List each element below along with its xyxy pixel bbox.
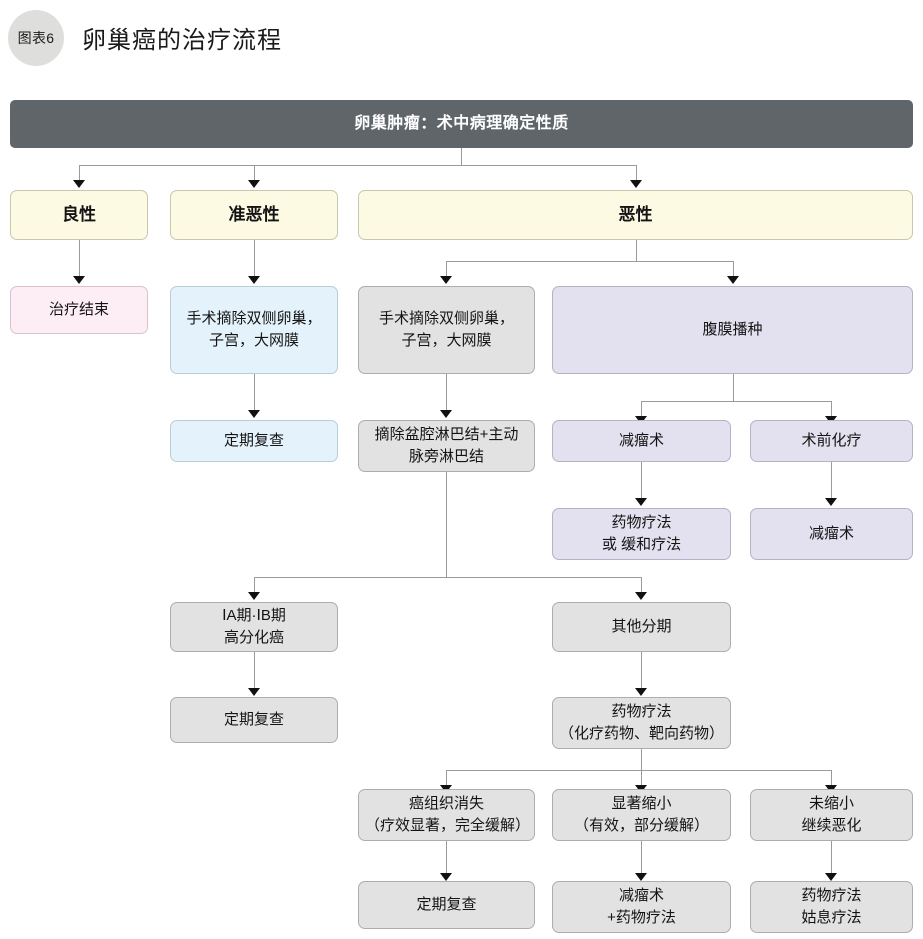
edge-stage-ia-followup (254, 652, 255, 690)
chart-title-row: 图表6 卵巢癌的治疗流程 (0, 0, 923, 78)
edge-drug-response-cr (446, 770, 447, 787)
arrow-malignant-peritoneal (727, 276, 739, 284)
edge-malignant-trunk (636, 240, 637, 262)
arrow-root-border (248, 180, 260, 188)
node-lymphadenectomy: 摘除盆腔淋巴结+主动 脉旁淋巴结 (358, 420, 535, 472)
arrow-lymph-stage-ia (248, 592, 260, 600)
edge-pr-debulking (641, 841, 642, 875)
arrow-surgery-lymph (440, 410, 452, 418)
edge-peritoneal-debulking (641, 401, 642, 418)
arrow-benign-end (73, 276, 85, 284)
node-surgery-malignant: 手术摘除双侧卵巢， 子宫，大网膜 (358, 286, 535, 374)
node-stage-other: 其他分期 (552, 602, 731, 652)
node-surgery-borderline: 手术摘除双侧卵巢， 子宫，大网膜 (170, 286, 338, 374)
arrow-debulking-drug (635, 498, 647, 506)
arrow-cr-followup (440, 873, 452, 881)
arrow-root-benign (73, 180, 85, 188)
arrow-stage-other-drug (635, 688, 647, 696)
arrow-borderline-surgery (248, 276, 260, 284)
edge-lymph-bus (254, 577, 642, 578)
edge-lymph-stage-ia (254, 577, 255, 594)
edge-root-bus (79, 165, 637, 166)
node-malignant: 恶性 (358, 190, 913, 240)
edge-peritoneal-neoadjuvant (831, 401, 832, 418)
edge-peritoneal-bus (641, 401, 831, 402)
edge-malignant-bus (446, 261, 734, 262)
edge-malignant-peritoneal (733, 261, 734, 278)
edge-debulking-drug (641, 462, 642, 500)
node-stage-ia-ib: ⅠA期·ⅠB期 高分化癌 (170, 602, 338, 652)
arrow-stage-ia-followup (248, 688, 260, 696)
edge-drug-response-pr (641, 770, 642, 787)
node-borderline: 准恶性 (170, 190, 338, 240)
node-followup-complete: 定期复查 (358, 881, 535, 929)
node-treatment-end: 治疗结束 (10, 286, 148, 334)
node-debulking-plus-drug: 减瘤术 +药物疗法 (552, 881, 731, 933)
arrow-lymph-stage-other (635, 592, 647, 600)
node-debulking-secondary: 减瘤术 (750, 508, 913, 560)
edge-benign-end (79, 240, 80, 278)
edge-neoadjuvant-debulking (831, 462, 832, 500)
edge-root-border (254, 165, 255, 182)
node-drug-therapy: 药物疗法 （化疗药物、靶向药物） (552, 697, 731, 749)
edge-stage-other-drug (641, 652, 642, 690)
edge-drug-response-pd (831, 770, 832, 787)
edge-borderline-surgery (254, 240, 255, 278)
edge-lymph-stage-other (641, 577, 642, 594)
node-response-complete: 癌组织消失 （疗效显著，完全缓解） (358, 789, 535, 841)
node-drug-or-palliative: 药物疗法 或 缓和疗法 (552, 508, 731, 560)
node-debulking-primary: 减瘤术 (552, 420, 731, 462)
node-root: 卵巢肿瘤：术中病理确定性质 (10, 100, 913, 148)
node-response-partial: 显著缩小 （有效，部分缓解） (552, 789, 731, 841)
edge-root-malignant (636, 165, 637, 182)
arrow-surgery-followup (248, 410, 260, 418)
edge-drug-bus (446, 770, 832, 771)
arrow-pd-palliative (825, 873, 837, 881)
arrow-pr-debulking (635, 873, 647, 881)
edge-drug-trunk (641, 749, 642, 771)
node-drug-palliative: 药物疗法 姑息疗法 (750, 881, 913, 933)
edge-surgery-lymph (446, 374, 447, 412)
edge-root-trunk (461, 148, 462, 166)
figure-badge: 图表6 (8, 10, 64, 66)
node-peritoneal-seeding: 腹膜播种 (552, 286, 913, 374)
arrow-malignant-surgery (440, 276, 452, 284)
node-neoadjuvant-chemo: 术前化疗 (750, 420, 913, 462)
arrow-root-malignant (630, 180, 642, 188)
edge-malignant-surgery (446, 261, 447, 278)
edge-pd-palliative (831, 841, 832, 875)
edge-lymph-trunk (446, 472, 447, 578)
node-response-progressive: 未缩小 继续恶化 (750, 789, 913, 841)
node-followup-borderline: 定期复查 (170, 420, 338, 462)
edge-cr-followup (446, 841, 447, 875)
node-benign: 良性 (10, 190, 148, 240)
arrow-neoadjuvant-debulking (825, 498, 837, 506)
page-title: 卵巢癌的治疗流程 (82, 27, 282, 54)
node-followup-stage-ia: 定期复查 (170, 697, 338, 743)
edge-peritoneal-trunk (733, 374, 734, 402)
edge-surgery-followup (254, 374, 255, 412)
edge-root-benign (79, 165, 80, 182)
